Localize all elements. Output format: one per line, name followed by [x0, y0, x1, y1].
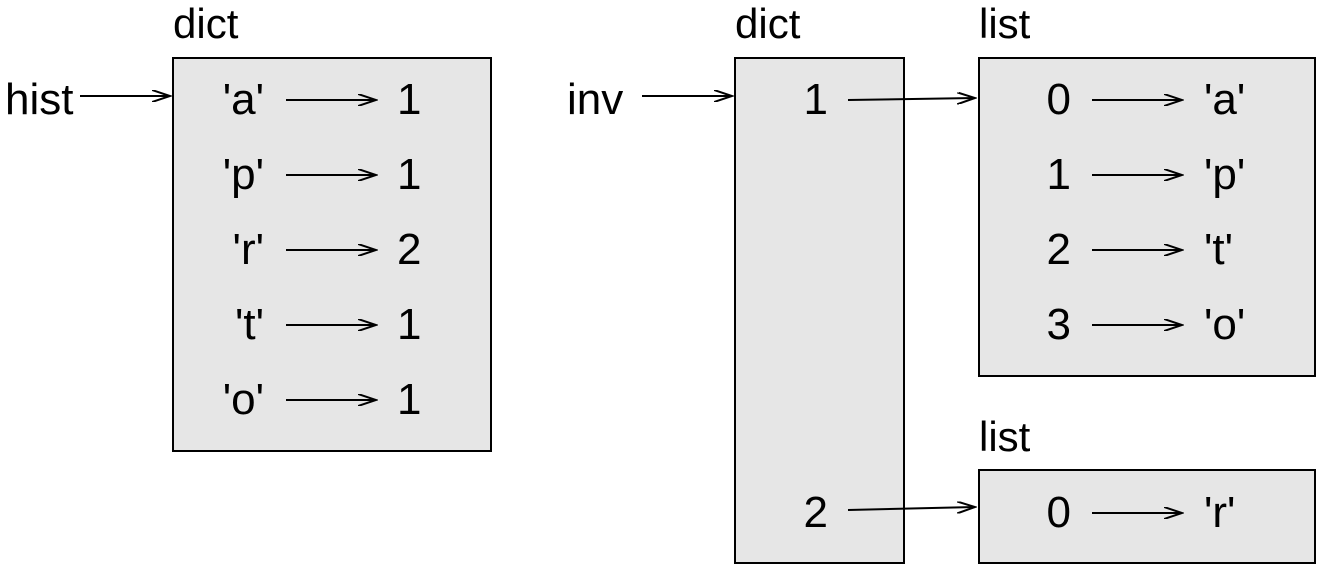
hist-value: 1 — [397, 75, 421, 124]
list1-index: 2 — [1047, 225, 1071, 274]
list2-value: 'r' — [1204, 488, 1235, 537]
list2-box — [978, 469, 1316, 564]
list1-value: 'a' — [1204, 75, 1245, 124]
inv-key: 1 — [804, 75, 828, 124]
hist-row: 'p' 1 — [223, 150, 422, 199]
list1-value: 'p' — [1204, 150, 1245, 199]
list1-value: 't' — [1204, 225, 1233, 274]
list1-row: 2 't' — [1047, 225, 1234, 274]
list1-row: 0 'a' — [1047, 75, 1246, 124]
hist-row: 'o' 1 — [223, 375, 422, 424]
inv-variable-name: inv — [567, 75, 623, 124]
list1-box — [978, 57, 1316, 377]
hist-dict-type-label: dict — [173, 0, 239, 47]
hist-variable-name: hist — [5, 75, 73, 124]
list1-type-label: list — [979, 0, 1031, 47]
list1-row: 1 'p' — [1047, 150, 1246, 199]
list2-index: 0 — [1047, 488, 1071, 537]
inv-dict-type-label: dict — [735, 0, 801, 47]
hist-row: 'a' 1 — [223, 75, 422, 124]
inv-key: 2 — [804, 488, 828, 537]
hist-key: 'a' — [223, 75, 264, 124]
hist-key: 'r' — [233, 225, 264, 274]
hist-value: 1 — [397, 150, 421, 199]
list1-index: 1 — [1047, 150, 1071, 199]
inv-key-2-to-list-arrow — [847, 507, 975, 510]
list1-index: 3 — [1047, 300, 1071, 349]
list1-row: 3 'o' — [1047, 300, 1246, 349]
inv-key-1-to-list-arrow — [847, 98, 975, 100]
hist-value: 1 — [397, 375, 421, 424]
hist-key: 'o' — [223, 375, 264, 424]
list1-value: 'o' — [1204, 300, 1245, 349]
hist-value: 1 — [397, 300, 421, 349]
list2-row: 0 'r' — [1047, 488, 1236, 537]
hist-key: 't' — [235, 300, 264, 349]
hist-value: 2 — [397, 225, 421, 274]
hist-row: 'r' 2 — [233, 225, 422, 274]
hist-row: 't' 1 — [235, 300, 422, 349]
hist-key: 'p' — [223, 150, 264, 199]
list1-index: 0 — [1047, 75, 1071, 124]
hist-dict-box — [172, 57, 492, 452]
list2-type-label: list — [979, 413, 1031, 460]
inv-dict-box — [734, 57, 905, 564]
